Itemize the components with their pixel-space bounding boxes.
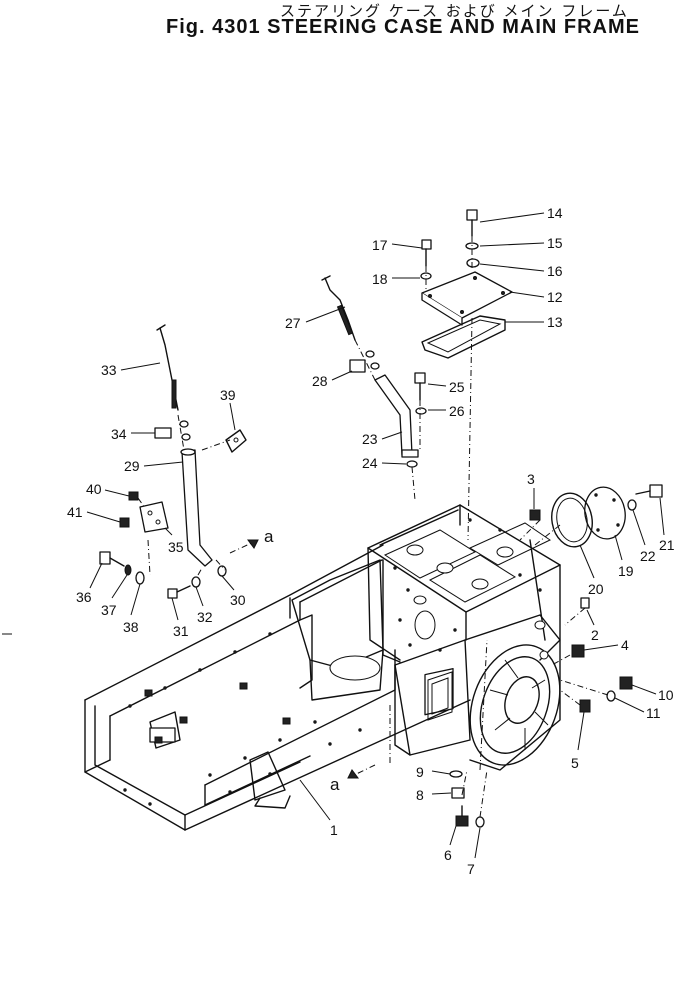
bolt	[99, 551, 125, 567]
plug	[571, 644, 585, 658]
callout-22: 22	[640, 548, 656, 564]
bolt	[167, 585, 191, 599]
dipstick	[156, 324, 179, 411]
title-japanese: ステアリング ケース および メイン フレーム	[280, 2, 629, 20]
gasket	[421, 315, 506, 359]
side-cover	[584, 486, 626, 540]
callout-40: 40	[86, 481, 102, 497]
callout-9: 9	[416, 764, 424, 780]
bracket	[139, 501, 169, 533]
part-callouts: 14 15 16 12 13 17 18 27 28 25 26 23 24 3…	[67, 205, 675, 877]
plug	[619, 676, 633, 690]
main-frame	[84, 544, 471, 831]
callout-33: 33	[101, 362, 117, 378]
o-ring	[475, 816, 485, 828]
nut	[128, 491, 139, 501]
callout-27: 27	[285, 315, 301, 331]
callout-30: 30	[230, 592, 246, 608]
callout-24: 24	[362, 455, 378, 471]
washer	[466, 258, 480, 268]
sleeve	[154, 427, 172, 439]
callout-3: 3	[527, 471, 535, 487]
callout-36: 36	[76, 589, 92, 605]
callout-11: 11	[646, 705, 661, 721]
callout-35: 35	[168, 539, 184, 555]
callout-13: 13	[547, 314, 563, 330]
bolt	[635, 484, 663, 498]
callout-18: 18	[372, 271, 388, 287]
callout-8: 8	[416, 787, 424, 803]
plug	[451, 787, 465, 799]
figure-title: Fig. 4301 STEERING CASE AND MAIN FRAME	[166, 16, 640, 38]
callout-31: 31	[173, 623, 189, 639]
callout-6: 6	[444, 847, 452, 863]
bolt	[421, 239, 432, 267]
washer	[124, 564, 132, 576]
callout-26: 26	[449, 403, 465, 419]
callout-1: 1	[330, 822, 338, 838]
steering-case	[367, 504, 561, 771]
callout-38: 38	[123, 619, 139, 635]
callout-19: 19	[618, 563, 634, 579]
callout-4: 4	[621, 637, 629, 653]
o-ring	[406, 460, 418, 468]
bolt	[119, 517, 130, 528]
callout-2: 2	[591, 627, 599, 643]
washer	[606, 690, 616, 702]
callout-12: 12	[547, 289, 563, 305]
dipstick	[321, 275, 356, 341]
callout-25: 25	[449, 379, 465, 395]
callout-15: 15	[547, 235, 563, 251]
callout-5: 5	[571, 755, 579, 771]
washer	[627, 499, 637, 511]
cover-plate	[421, 271, 513, 319]
plug	[579, 699, 591, 713]
plug	[580, 597, 590, 609]
callout-14: 14	[547, 205, 563, 221]
callout-17: 17	[372, 237, 388, 253]
side-gasket	[551, 492, 593, 548]
callout-28: 28	[312, 373, 328, 389]
washer	[449, 770, 463, 778]
bolt	[466, 209, 478, 237]
callout-7: 7	[467, 861, 475, 877]
drain-plug	[455, 805, 469, 827]
view-arrow-a-lower: a	[330, 764, 376, 794]
o-ring	[217, 565, 227, 577]
callout-10: 10	[658, 687, 674, 703]
washer	[135, 571, 145, 585]
callout-21: 21	[659, 537, 675, 553]
guide-pipe	[180, 448, 213, 567]
callout-37: 37	[101, 602, 117, 618]
clip	[225, 429, 247, 453]
sleeve	[349, 359, 366, 373]
callout-34: 34	[111, 426, 127, 442]
callout-41: 41	[67, 504, 83, 520]
callout-16: 16	[547, 263, 563, 279]
filler-pipe	[374, 374, 419, 458]
center-lines	[137, 236, 609, 818]
callout-39: 39	[220, 387, 236, 403]
view-mark: a	[264, 527, 274, 546]
view-arrow-a-upper: a	[229, 527, 274, 554]
view-mark: a	[330, 775, 340, 794]
bolt	[414, 372, 426, 401]
washer	[191, 576, 201, 588]
callout-29: 29	[124, 458, 140, 474]
callout-23: 23	[362, 431, 378, 447]
washer	[415, 407, 427, 415]
plug	[529, 509, 541, 521]
callout-32: 32	[197, 609, 213, 625]
callout-20: 20	[588, 581, 604, 597]
